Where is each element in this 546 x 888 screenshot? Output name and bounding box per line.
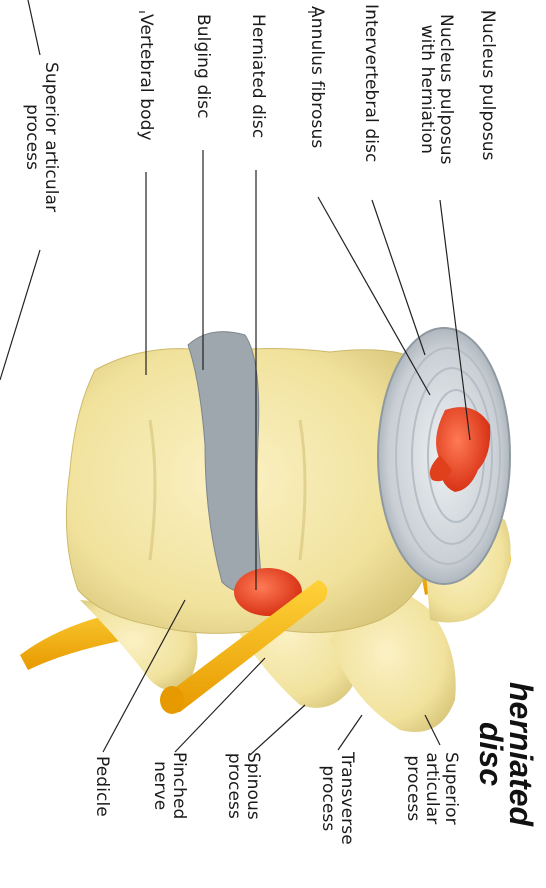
leader-superior-articular-left	[0, 250, 40, 380]
label-intervertebral-disc: Intervertebral disc	[361, 4, 380, 162]
leader-superior-articular-top	[28, 0, 40, 55]
diagram-title: herniated disc	[476, 682, 536, 826]
label-nucleus-pulposus: Nucleus pulposus	[478, 10, 497, 161]
leader-transverse-process	[338, 715, 362, 750]
label-annulus-fibrosus: Annulus fibrosus	[307, 6, 326, 148]
label-nucleus-pulposus-herniation: Nucleus pulposus with herniation	[417, 14, 455, 165]
label-superior-articular-bottom: Superior articular process	[403, 752, 460, 825]
label-vertebral-body: Vertebral body	[136, 14, 155, 141]
label-pedicle: Pedicle	[92, 756, 111, 817]
leader-intervertebral-disc	[372, 200, 425, 355]
label-superior-articular-left: Superior articular process	[22, 62, 60, 212]
leader-spinous-process	[250, 705, 305, 755]
label-transverse-process: Transverse process	[318, 752, 356, 845]
intervertebral-disc-section	[378, 328, 510, 584]
label-spinous-process: Spinous process	[224, 752, 262, 820]
label-pinched-nerve: Pinched nerve	[150, 752, 188, 819]
label-bulging-disc: Bulging disc	[193, 14, 212, 119]
label-herniated-disc: Herniated disc	[248, 14, 267, 138]
